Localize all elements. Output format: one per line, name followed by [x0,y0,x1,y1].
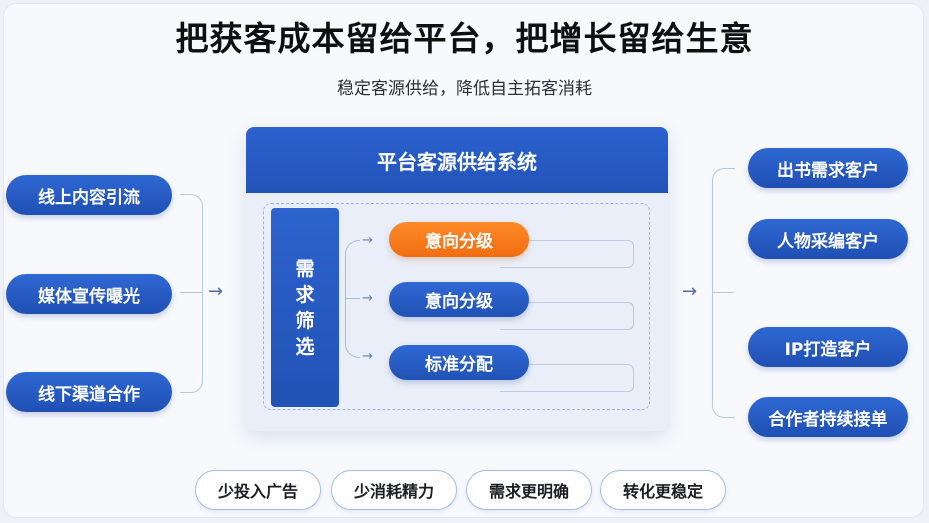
benefit-less-effort: 少消耗精力 [331,470,457,510]
tier-row-line [500,302,634,330]
filter-branch-mid [345,298,360,299]
page-subtitle: 稳定客源供给，降低自主拓客消耗 [337,79,592,99]
left-connector-bracket [180,194,203,393]
tier-row-line [500,240,634,268]
right-arrow-icon: → [362,233,373,248]
source-online-content: 线上内容引流 [6,175,172,215]
right-arrow-icon: → [682,281,698,302]
tier-intent-grading: 意向分级 [389,282,529,317]
target-profile-clients: 人物采编客户 [748,219,908,259]
page-title: 把获客成本留给平台，把增长留给生意 [175,19,754,58]
demand-filter-label: 需求筛选 [295,257,315,358]
filter-branch-bracket [345,240,360,358]
tier-standard-allocation: 标准分配 [389,345,529,380]
right-arrow-icon: → [362,291,373,306]
left-connector-mid [180,292,202,293]
right-connector-mid [712,292,734,293]
platform-system-header: 平台客源供给系统 [246,127,668,193]
target-ip-clients: IP打造客户 [748,327,908,367]
source-offline-channel: 线下渠道合作 [6,372,172,412]
target-book-clients: 出书需求客户 [748,148,908,188]
screening-dashed-region [263,203,650,410]
tier-row-line [500,364,634,392]
source-media-exposure: 媒体宣传曝光 [6,274,172,314]
benefit-clearer-demand: 需求更明确 [466,470,592,510]
benefit-stable-conversion: 转化更稳定 [600,470,726,510]
right-connector-bracket [712,168,735,418]
right-arrow-icon: → [208,281,224,302]
demand-filter-box: 需求筛选 [271,208,339,407]
right-arrow-icon: → [362,349,373,364]
target-partner-orders: 合作者持续接单 [748,397,908,437]
tier-intent-grading-highlight: 意向分级 [389,222,529,257]
benefit-less-ads: 少投入广告 [195,470,321,510]
